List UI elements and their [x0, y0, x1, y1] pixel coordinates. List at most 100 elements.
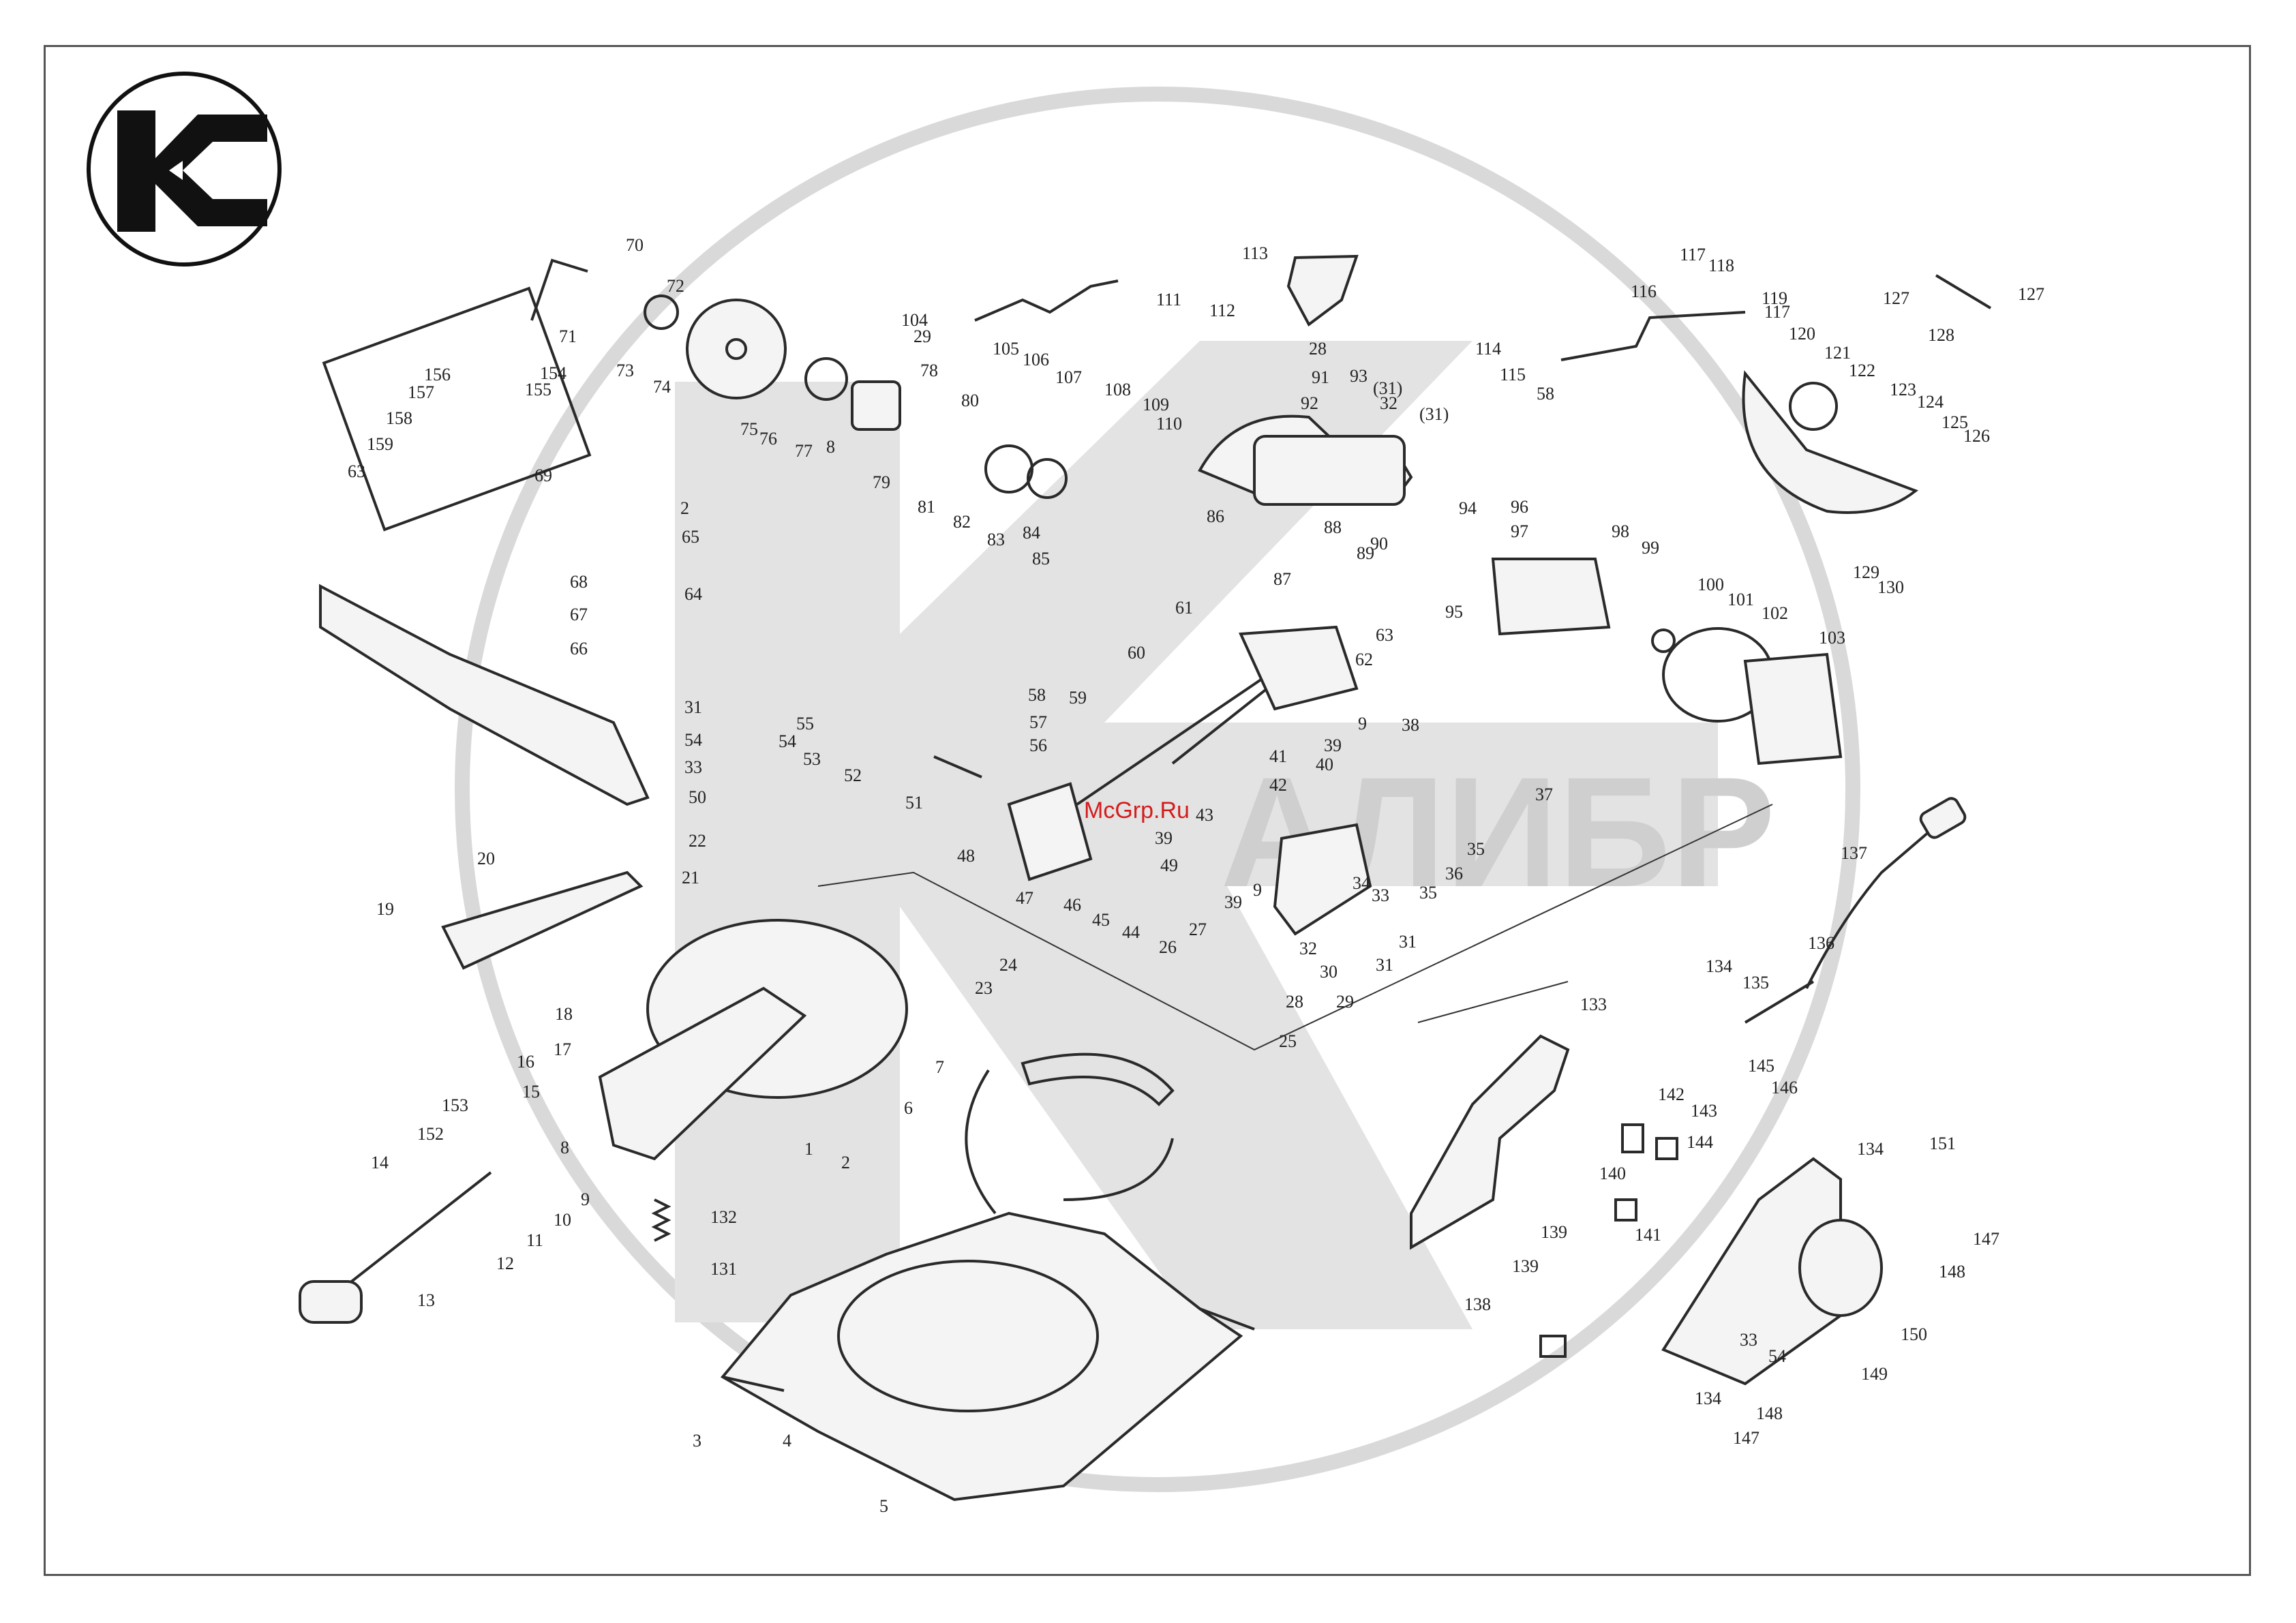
- callout-55: 55: [796, 714, 814, 733]
- callout-41: 41: [1269, 746, 1287, 766]
- part-pivot-48: [1007, 782, 1093, 881]
- callout-3: 3: [693, 1431, 701, 1451]
- callout-29: 29: [913, 327, 931, 346]
- callout-87: 87: [1273, 569, 1291, 589]
- part-lower-guard: [1742, 370, 1918, 514]
- callout-65: 65: [682, 527, 699, 547]
- part-lever-116: [1560, 311, 1746, 361]
- callout-17: 17: [554, 1040, 571, 1059]
- callout-47: 47: [1016, 888, 1033, 908]
- callout-27: 27: [1189, 920, 1207, 939]
- callout-11: 11: [526, 1230, 543, 1250]
- callout-155: 155: [525, 380, 552, 399]
- part-lock-knob: [299, 1280, 363, 1324]
- part-base-foot-left: [722, 1376, 785, 1392]
- callout-128: 128: [1928, 325, 1954, 345]
- callout-118: 118: [1708, 256, 1734, 275]
- callout-32: 32: [1299, 939, 1317, 958]
- callout-147: 147: [1733, 1428, 1759, 1448]
- callout-56: 56: [1029, 735, 1047, 755]
- callout-80: 80: [961, 391, 979, 410]
- callout-35: 35: [1419, 883, 1437, 902]
- callout-131: 131: [710, 1259, 737, 1279]
- callout-70: 70: [626, 235, 644, 255]
- callout-127: 127: [1883, 288, 1909, 308]
- callout-89: 89: [1357, 543, 1374, 563]
- callout-8: 8: [560, 1138, 569, 1157]
- guide-line-handle: [1417, 981, 1569, 1023]
- callout-21: 21: [682, 868, 699, 888]
- callout-142: 142: [1658, 1084, 1685, 1104]
- part-armature: [1491, 558, 1611, 636]
- callout-137: 137: [1841, 843, 1867, 863]
- parts-outlines: [299, 254, 1992, 1502]
- callout-157: 157: [408, 382, 434, 402]
- callout-134: 134: [1706, 956, 1732, 976]
- kalibr-logo: [87, 72, 282, 267]
- callout-42: 42: [1269, 775, 1287, 795]
- callout-126: 126: [1963, 426, 1990, 446]
- callout-13: 13: [417, 1290, 435, 1310]
- callout-23: 23: [975, 978, 993, 998]
- part-lock-rod: [333, 1171, 492, 1296]
- callout-28: 28: [1286, 992, 1303, 1012]
- callout-51: 51: [905, 793, 923, 813]
- callout-91: 91: [1312, 367, 1329, 387]
- callout-63: 63: [1376, 625, 1393, 645]
- callout-90: 90: [1370, 534, 1388, 553]
- callout-4: 4: [783, 1431, 791, 1451]
- callout-58: 58: [1537, 384, 1554, 404]
- callout-83: 83: [987, 530, 1005, 549]
- callout-76: 76: [759, 429, 777, 449]
- part-saw-blade-hub: [725, 338, 747, 360]
- part-handle-link: [974, 279, 1119, 322]
- part-motor-housing: [1253, 435, 1406, 506]
- callout-86: 86: [1207, 506, 1224, 526]
- callout-44: 44: [1122, 922, 1140, 942]
- callout-159: 159: [367, 434, 393, 454]
- callout-31: (31): [1373, 378, 1402, 398]
- callout-101: 101: [1727, 590, 1754, 609]
- callout-103: 103: [1819, 628, 1845, 648]
- callout-107: 107: [1055, 367, 1082, 387]
- part-sector-6: [965, 1069, 997, 1215]
- callout-34: 34: [1353, 873, 1370, 893]
- callout-9: 9: [1358, 714, 1367, 733]
- callout-133: 133: [1580, 995, 1607, 1014]
- callout-123: 123: [1890, 380, 1916, 399]
- callout-40: 40: [1316, 755, 1333, 774]
- callout-119: 119: [1762, 288, 1787, 308]
- callout-39: 39: [1155, 828, 1173, 848]
- callout-81: 81: [918, 497, 935, 517]
- part-rod-51: [933, 755, 982, 778]
- part-base-foot-right: [1199, 1307, 1255, 1331]
- watermark-site: McGrp.Ru: [1084, 798, 1190, 823]
- watermark-k-shape: [675, 341, 1718, 1329]
- part-cover-113: [1286, 254, 1359, 327]
- callout-134: 134: [1695, 1389, 1721, 1408]
- callout-14: 14: [371, 1153, 389, 1172]
- callout-130: 130: [1877, 577, 1904, 597]
- callout-69: 69: [534, 466, 552, 485]
- callout-108: 108: [1104, 380, 1131, 399]
- callout-54: 54: [779, 731, 796, 751]
- callout-146: 146: [1771, 1078, 1798, 1097]
- part-extension-20: [441, 870, 644, 970]
- part-hex-key: [530, 258, 588, 321]
- callout-129: 129: [1853, 562, 1879, 582]
- callout-15: 15: [522, 1082, 540, 1102]
- guide-line-main: [817, 804, 1773, 1051]
- callout-151: 151: [1929, 1134, 1956, 1153]
- callout-154: 154: [540, 363, 567, 383]
- callout-31: 31: [684, 697, 702, 717]
- callout-82: 82: [953, 512, 971, 532]
- callout-93: 93: [1350, 366, 1368, 386]
- callout-67: 67: [570, 605, 588, 624]
- callout-6: 6: [904, 1098, 913, 1118]
- callout-12: 12: [496, 1254, 514, 1273]
- part-carriage-61: [1238, 625, 1359, 711]
- callout-105: 105: [993, 339, 1019, 359]
- callout-115: 115: [1500, 365, 1526, 384]
- callout-28: 28: [1309, 339, 1327, 359]
